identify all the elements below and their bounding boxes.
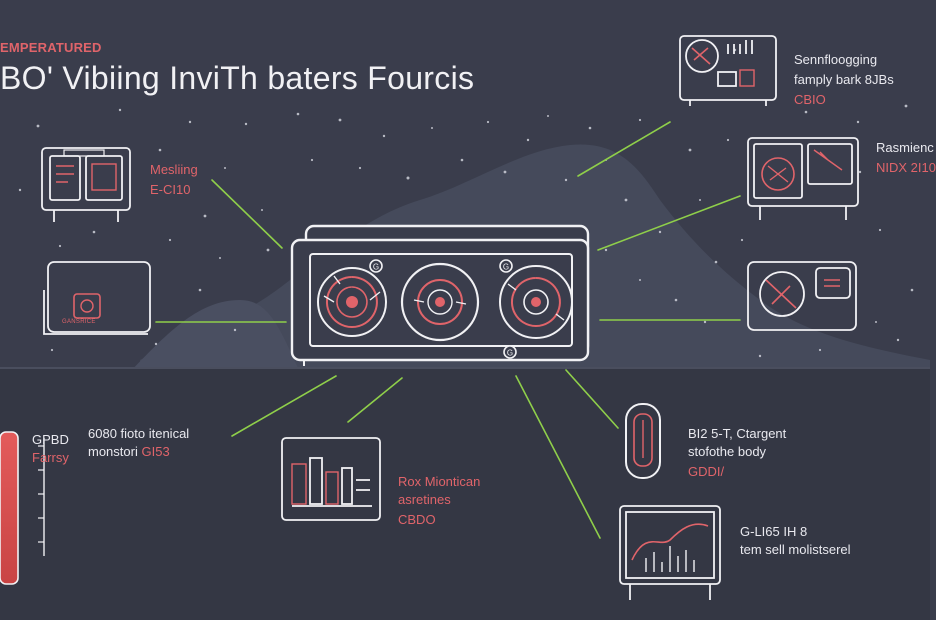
machine-device-icon-bottom-center [281,437,381,521]
monitor-device-icon-top-left [41,147,131,222]
callout-left-center-line1: 6080 fioto itenical [88,426,190,441]
callout-top-right-line3: CBIO [794,92,826,107]
callout-right-center-line1: BI2 5-T, Ctargent [688,426,787,441]
callout-bottom-center-line2: asretines [398,492,451,507]
terminal-device-icon-left [43,261,151,335]
callout-top-left-line2: E-CI10 [150,182,191,197]
callout-right-center-line2: stofothe body [688,444,767,459]
dial-left [317,267,387,337]
page-title: BO' Vibiing InviTh baters Fourcis [0,60,475,96]
dial-marker-right-label: G [503,263,509,272]
star-field [18,48,914,358]
tablet-device-icon-right-center [625,403,661,479]
callout-top-right-line2: famply bark 8JBs [794,72,894,87]
thermometer-icon [0,431,45,585]
callout-left-center-line2-row: monstori GI53 [88,444,170,460]
chart-device-icon-bottom-right [619,505,721,600]
callout-top-left-line1: Mesliing [150,162,198,177]
lower-band [0,368,930,620]
dial-center [400,262,480,342]
callout-right-center-line3: GDDI/ [688,464,725,479]
gauge-device-icon-right [747,261,857,331]
dial-marker-right: G [499,259,513,273]
callout-left-center-code: GI53 [141,444,170,459]
connector-lines [155,121,741,539]
callout-left-center-line2: monstori [88,444,138,459]
camera-device-icon-top-right [679,35,777,106]
small-sign-label: GANSRICE [62,319,96,325]
dial-marker-left-label: G [373,263,379,272]
dial-marker-left: G [369,259,383,273]
callout-left-lower-line2: Farrsy [32,450,69,465]
callout-bottom-center-line3: CBDO [398,512,436,527]
sensor-device-icon-right-upper [747,137,859,220]
dial-marker-bottom-label: G [507,349,513,358]
callout-bottom-right-line1: G-LI65 IH 8 [740,524,808,539]
dial-right [499,265,573,339]
header-tag: EMPERATURED [0,40,102,55]
dial-marker-bottom: G [503,345,517,359]
callout-top-right-line1: Sennfloogging [794,52,878,67]
callout-bottom-center-line1: Rox Miontican [398,474,481,489]
callout-right-upper-line2: NIDX 2I10 [876,160,936,175]
background-hill-left [130,300,300,372]
callout-left-lower-line1: GPBD [32,432,69,447]
callout-bottom-right-line2: tem sell molistserel [740,542,851,557]
callout-right-upper-line1: Rasmienc [876,140,934,155]
